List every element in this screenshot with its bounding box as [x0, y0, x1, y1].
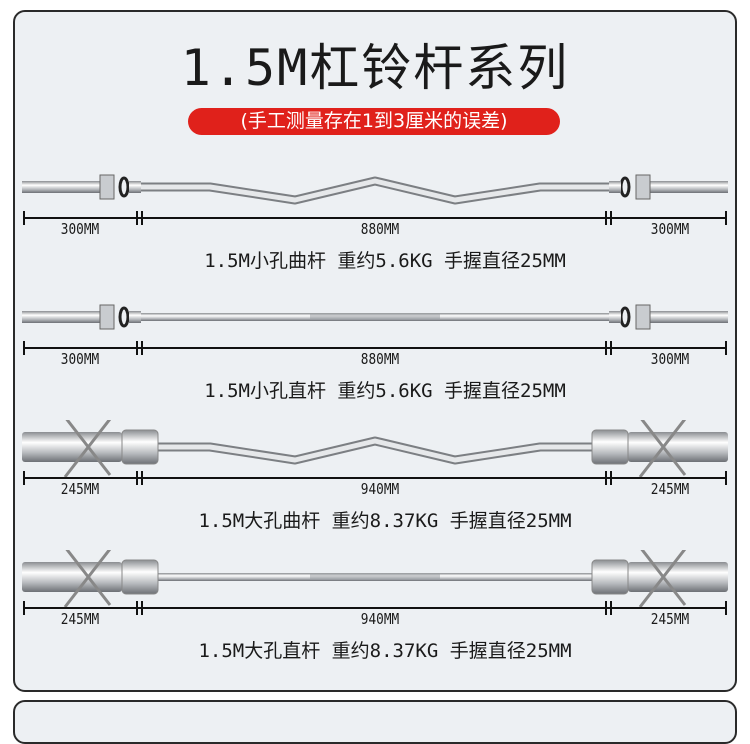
left-threaded-sleeve: [22, 181, 102, 193]
shaft-outline: [140, 176, 610, 205]
next-panel: [13, 700, 737, 744]
left-spring-clip: [118, 306, 130, 328]
left-length: 245MM: [60, 610, 100, 628]
right-length: 245MM: [650, 480, 690, 498]
left-spring-clip: [63, 420, 112, 478]
right-star-collar: [635, 304, 651, 330]
right-spring-clip: [619, 176, 631, 198]
right-length: 245MM: [650, 610, 690, 628]
barbell-image: [22, 174, 728, 225]
right-inner-collar: [609, 181, 621, 193]
barbell-image: [22, 304, 728, 355]
left-threaded-sleeve: [22, 311, 102, 323]
barbell-row: 300MM 880MM 300MM 1.5M小孔直杆 重约5.6KG 手握直径2…: [0, 290, 750, 410]
right-star-collar: [635, 174, 651, 200]
right-collar: [591, 429, 629, 465]
right-threaded-sleeve: [648, 311, 728, 323]
right-threaded-sleeve: [648, 181, 728, 193]
left-inner-collar: [129, 311, 141, 323]
barbell-row: 245MM 940MM 245MM 1.5M大孔曲杆 重约8.37KG 手握直径…: [0, 420, 750, 540]
center-length: 940MM: [360, 610, 400, 628]
left-spring-clip: [118, 176, 130, 198]
left-length: 245MM: [60, 480, 100, 498]
barbell-image: [22, 420, 728, 485]
right-inner-collar: [609, 311, 621, 323]
center-length: 880MM: [360, 220, 400, 238]
left-inner-collar: [129, 181, 141, 193]
left-sleeve: [22, 562, 122, 592]
right-sleeve: [628, 562, 728, 592]
center-length: 880MM: [360, 350, 400, 368]
left-spring-clip: [63, 550, 112, 608]
page-title: 1.5M杠铃杆系列: [180, 39, 570, 97]
right-collar: [591, 559, 629, 595]
left-collar: [121, 429, 159, 465]
barbell-image: [22, 550, 728, 615]
measurement-note-badge: (手工测量存在1到3厘米的误差): [188, 108, 560, 135]
left-length: 300MM: [60, 350, 100, 368]
right-sleeve: [628, 432, 728, 462]
shaft: [158, 438, 592, 463]
shaft: [140, 178, 610, 203]
knurl-center: [310, 574, 440, 580]
left-collar: [121, 559, 159, 595]
right-spring-clip: [638, 420, 687, 478]
right-spring-clip: [638, 550, 687, 608]
bar-caption: 1.5M小孔直杆 重约5.6KG 手握直径25MM: [204, 380, 566, 402]
barbell-row: 300MM 880MM 300MM 1.5M小孔曲杆 重约5.6KG 手握直径2…: [0, 160, 750, 280]
barbell-row: 245MM 940MM 245MM 1.5M大孔直杆 重约8.37KG 手握直径…: [0, 550, 750, 670]
right-length: 300MM: [650, 350, 690, 368]
left-star-collar: [99, 304, 115, 330]
center-length: 940MM: [360, 480, 400, 498]
knurl-center: [310, 314, 440, 320]
right-spring-clip: [619, 306, 631, 328]
bar-caption: 1.5M大孔曲杆 重约8.37KG 手握直径25MM: [198, 510, 572, 532]
left-length: 300MM: [60, 220, 100, 238]
left-star-collar: [99, 174, 115, 200]
right-length: 300MM: [650, 220, 690, 238]
left-sleeve: [22, 432, 122, 462]
bar-caption: 1.5M大孔直杆 重约8.37KG 手握直径25MM: [198, 640, 572, 662]
bar-caption: 1.5M小孔曲杆 重约5.6KG 手握直径25MM: [204, 250, 566, 272]
